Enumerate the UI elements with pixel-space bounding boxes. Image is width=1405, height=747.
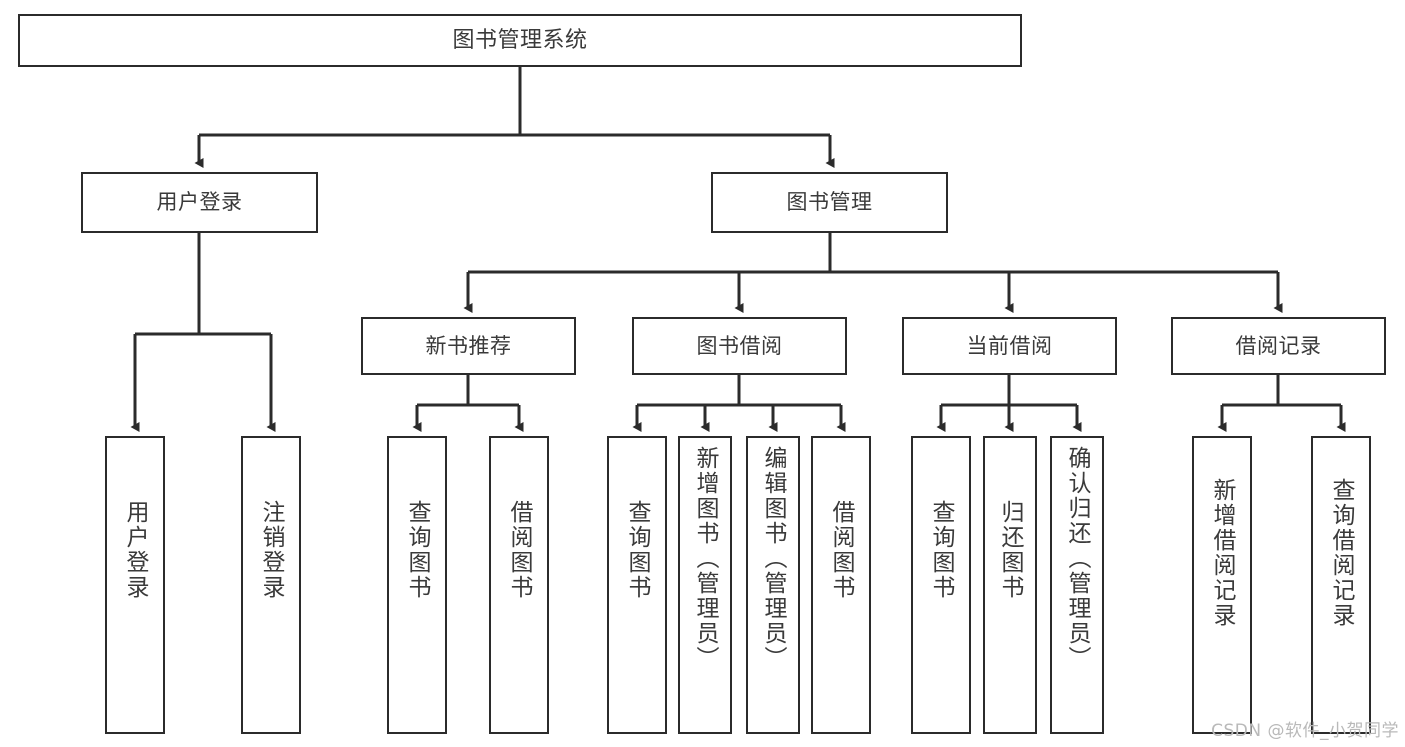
leaf-user-login-login[interactable]: 用户登录 — [105, 436, 165, 734]
node-label: 新增图书（管理员） — [692, 446, 719, 671]
node-label: 图书管理系统 — [452, 27, 588, 53]
node-book-management[interactable]: 图书管理 — [711, 172, 948, 233]
node-root-system[interactable]: 图书管理系统 — [18, 14, 1022, 67]
node-label: 当前借阅 — [966, 333, 1053, 358]
node-label: 借阅记录 — [1235, 333, 1322, 358]
node-label: 图书借阅 — [696, 333, 783, 358]
leaf-borrow-add-book-admin[interactable]: 新增图书（管理员） — [678, 436, 732, 734]
leaf-record-add-borrow-record[interactable]: 新增借阅记录 — [1192, 436, 1252, 734]
leaf-borrow-query-book[interactable]: 查询图书 — [607, 436, 667, 734]
node-label: 查询借阅记录 — [1328, 478, 1355, 628]
node-label: 查询图书 — [624, 500, 651, 600]
node-label: 新增借阅记录 — [1209, 478, 1236, 628]
leaf-current-confirm-return-admin[interactable]: 确认归还（管理员） — [1050, 436, 1104, 734]
node-label: 确认归还（管理员） — [1064, 446, 1091, 671]
node-label: 新书推荐 — [425, 333, 512, 358]
leaf-new-book-borrow[interactable]: 借阅图书 — [489, 436, 549, 734]
node-label: 借阅图书 — [506, 500, 533, 600]
node-label: 归还图书 — [997, 500, 1024, 600]
leaf-current-return-book[interactable]: 归还图书 — [983, 436, 1037, 734]
node-label: 查询图书 — [404, 500, 431, 600]
node-new-book-recommend[interactable]: 新书推荐 — [361, 317, 576, 375]
leaf-borrow-edit-book-admin[interactable]: 编辑图书（管理员） — [746, 436, 800, 734]
node-label: 编辑图书（管理员） — [760, 446, 787, 671]
node-label: 用户登录 — [156, 190, 243, 215]
node-label: 查询图书 — [928, 500, 955, 600]
node-label: 图书管理 — [786, 190, 873, 215]
leaf-current-query-book[interactable]: 查询图书 — [911, 436, 971, 734]
node-book-borrow[interactable]: 图书借阅 — [632, 317, 847, 375]
leaf-user-login-logout[interactable]: 注销登录 — [241, 436, 301, 734]
node-borrow-record[interactable]: 借阅记录 — [1171, 317, 1386, 375]
watermark-text: CSDN @软件_小贺同学 — [1211, 721, 1399, 741]
leaf-borrow-borrow-book[interactable]: 借阅图书 — [811, 436, 871, 734]
node-label: 注销登录 — [258, 500, 285, 600]
node-current-borrow[interactable]: 当前借阅 — [902, 317, 1117, 375]
node-label: 用户登录 — [122, 500, 149, 600]
node-label: 借阅图书 — [828, 500, 855, 600]
leaf-new-book-query[interactable]: 查询图书 — [387, 436, 447, 734]
node-user-login[interactable]: 用户登录 — [81, 172, 318, 233]
leaf-record-query-borrow-record[interactable]: 查询借阅记录 — [1311, 436, 1371, 734]
